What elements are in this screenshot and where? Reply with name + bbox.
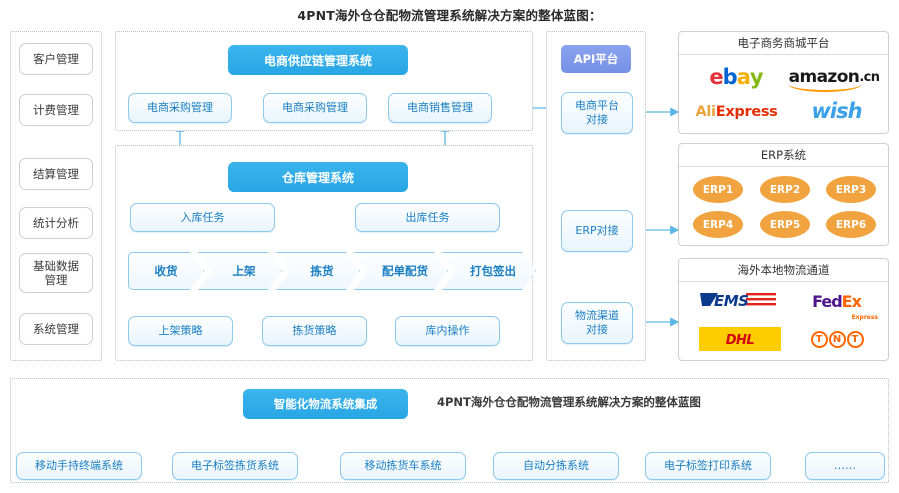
- erp-panel: ERP系统 ERP1 ERP2 ERP3 ERP4 ERP5 ERP6: [678, 143, 889, 246]
- erp-item-1[interactable]: ERP1: [693, 176, 743, 203]
- sidebar-item-statistics[interactable]: 统计分析: [19, 207, 93, 239]
- sidebar-item-system[interactable]: 系统管理: [19, 313, 93, 345]
- logistics-channel-connector[interactable]: 物流渠道 对接: [561, 302, 633, 344]
- erp-item-5[interactable]: ERP5: [760, 211, 810, 238]
- bottom-item-mobile-cart[interactable]: 移动拣货车系统: [340, 452, 466, 480]
- erp-panel-title: ERP系统: [679, 144, 888, 167]
- process-step-pack-signout[interactable]: 打包签出: [442, 252, 536, 290]
- supply-chain-header: 电商供应链管理系统: [228, 45, 408, 75]
- bottom-item-etag-picking[interactable]: 电子标签拣货系统: [172, 452, 298, 480]
- erp-item-3[interactable]: ERP3: [826, 176, 876, 203]
- erp-item-4[interactable]: ERP4: [693, 211, 743, 238]
- sidebar-item-customer[interactable]: 客户管理: [19, 43, 93, 75]
- page-title: 4PNT海外仓仓配物流管理系统解决方案的整体蓝图：: [297, 8, 602, 23]
- logistics-panel-title: 海外本地物流通道: [679, 259, 888, 282]
- ecommerce-sales-box[interactable]: 电商销售管理: [388, 93, 492, 123]
- bottom-caption: 4PNT海外仓仓配物流管理系统解决方案的整体蓝图: [437, 395, 701, 409]
- bottom-item-auto-sorting[interactable]: 自动分拣系统: [493, 452, 619, 480]
- warehouse-header: 仓库管理系统: [228, 162, 408, 192]
- outbound-task-box[interactable]: 出库任务: [355, 203, 500, 232]
- in-warehouse-operation-box[interactable]: 库内操作: [395, 316, 500, 346]
- process-step-receive[interactable]: 收货: [128, 252, 204, 290]
- erp-item-6[interactable]: ERP6: [826, 211, 876, 238]
- svg-text:EMS: EMS: [714, 292, 748, 310]
- erp-item-2[interactable]: ERP2: [760, 176, 810, 203]
- process-step-putaway[interactable]: 上架: [198, 252, 282, 290]
- api-platform-header: API平台: [561, 45, 631, 73]
- bottom-item-etag-printing[interactable]: 电子标签打印系统: [645, 452, 771, 480]
- ecommerce-platform-connector[interactable]: 电商平台 对接: [561, 92, 633, 134]
- wish-logo: wish: [811, 99, 862, 123]
- sidebar-item-master-data[interactable]: 基础数据 管理: [19, 253, 93, 293]
- sidebar-item-settlement[interactable]: 结算管理: [19, 158, 93, 190]
- bottom-item-more[interactable]: ……: [805, 452, 885, 480]
- process-step-allocate[interactable]: 配单配货: [354, 252, 448, 290]
- ems-logo: EMS: [699, 288, 779, 312]
- bottom-item-handheld[interactable]: 移动手持终端系统: [16, 452, 142, 480]
- sidebar-item-billing[interactable]: 计费管理: [19, 94, 93, 126]
- amazon-cn-logo: amazon.cn: [784, 65, 884, 92]
- picking-strategy-box[interactable]: 拣货策略: [262, 316, 367, 346]
- sidebar-container: [10, 31, 102, 361]
- intelligent-logistics-header: 智能化物流系统集成: [243, 389, 408, 419]
- ecommerce-purchase-box-1[interactable]: 电商采购管理: [128, 93, 232, 123]
- process-step-pick[interactable]: 拣货: [276, 252, 360, 290]
- ecommerce-platform-panel-title: 电子商务商城平台: [679, 32, 888, 55]
- dhl-logo: DHL: [699, 327, 781, 351]
- svg-text:DHL: DHL: [726, 333, 755, 348]
- inbound-task-box[interactable]: 入库任务: [130, 203, 275, 232]
- putaway-strategy-box[interactable]: 上架策略: [128, 316, 233, 346]
- ecommerce-purchase-box-2[interactable]: 电商采购管理: [263, 93, 367, 123]
- erp-connector[interactable]: ERP对接: [561, 210, 633, 252]
